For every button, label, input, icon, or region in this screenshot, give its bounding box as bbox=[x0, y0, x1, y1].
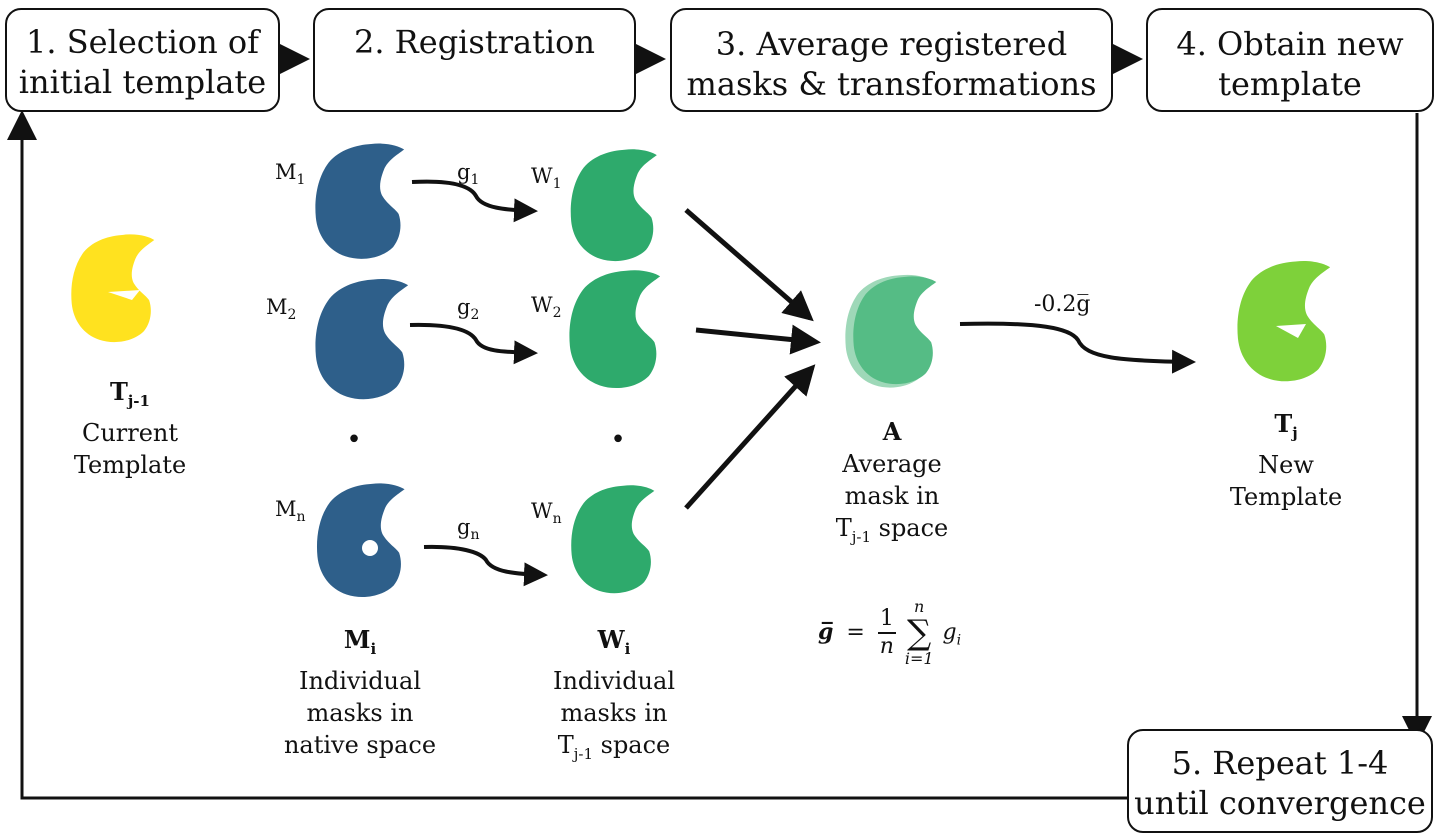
mask-native-label-1: M1 bbox=[275, 160, 306, 189]
new-template-caption2: Template bbox=[1229, 482, 1343, 511]
step-5-box: 5. Repeat 1-4 until convergence bbox=[1127, 729, 1433, 833]
average-caption3: Tj-1 space bbox=[835, 514, 949, 546]
update-label: -0.2g̅ bbox=[1034, 292, 1091, 317]
step-2-box: 2. Registration bbox=[313, 8, 636, 112]
registered-ellipsis-dot: • bbox=[610, 425, 626, 455]
new-template-caption1: New bbox=[1258, 450, 1314, 479]
step-3-line1: 3. Average registered bbox=[715, 25, 1068, 63]
mask-native-caption2: masks in bbox=[306, 698, 414, 727]
equation-denominator: n bbox=[879, 634, 894, 659]
step-3-line2: masks & transformations bbox=[686, 65, 1097, 103]
step-1-line2: initial template bbox=[18, 63, 267, 101]
mask-native-caption: Mi Individual masks in native space bbox=[280, 624, 440, 761]
mask-native-label-n: Mn bbox=[275, 497, 306, 526]
equation-equals: = bbox=[846, 620, 865, 645]
equation-sum: n ∑ i=1 bbox=[905, 598, 934, 668]
step-4-line1: 4. Obtain new bbox=[1176, 25, 1404, 63]
mask-native-1 bbox=[315, 143, 405, 259]
current-template-label: Tj-1 Current Template bbox=[50, 376, 210, 481]
step-1-line1: 1. Selection of bbox=[26, 23, 259, 61]
mask-registered-symbol: Wi bbox=[597, 625, 631, 658]
mask-registered-caption3: Tj-1 space bbox=[557, 730, 671, 763]
transform-arrow-2 bbox=[409, 322, 538, 365]
equation-fraction: 1 n bbox=[877, 606, 896, 660]
arrow-step5-to-step1 bbox=[6, 110, 1127, 800]
current-template-shape bbox=[71, 234, 155, 343]
new-template-caption: Tj New Template bbox=[1206, 408, 1366, 513]
current-template-caption2: Template bbox=[73, 450, 187, 479]
step-1-box: 1. Selection of initial template bbox=[5, 8, 280, 112]
mask-native-label-2: M2 bbox=[266, 295, 297, 324]
transform-label-2: g2 bbox=[457, 295, 480, 324]
transform-label-1: g1 bbox=[457, 160, 480, 189]
equation-sum-top: n bbox=[914, 597, 925, 616]
new-template-shape bbox=[1237, 261, 1331, 382]
step-4-box: 4. Obtain new template bbox=[1146, 8, 1434, 112]
step-2-line1: 2. Registration bbox=[353, 23, 596, 61]
update-arrow bbox=[959, 321, 1196, 374]
mask-native-symbol: Mi bbox=[343, 625, 377, 658]
mask-registered-caption: Wi Individual masks in Tj-1 space bbox=[534, 624, 694, 770]
equation-sum-bottom: i=1 bbox=[904, 649, 934, 668]
new-template-symbol: Tj bbox=[1274, 409, 1298, 442]
mask-native-caption3: native space bbox=[283, 730, 437, 759]
mask-registered-caption2: masks in bbox=[560, 698, 668, 727]
native-ellipsis-dot: • bbox=[346, 425, 362, 455]
current-template-symbol: Tj-1 bbox=[110, 377, 150, 410]
mean-transform-equation: g̅ = 1 n n ∑ i=1 gi bbox=[818, 598, 961, 668]
transform-arrow-n bbox=[423, 544, 548, 587]
mask-registered-label-2: W2 bbox=[531, 293, 562, 322]
current-template-caption1: Current bbox=[81, 418, 179, 447]
equation-term: gi bbox=[942, 620, 962, 649]
average-caption1: Average bbox=[842, 450, 942, 478]
mask-registered-label-1: W1 bbox=[531, 164, 562, 193]
current-template-hole bbox=[108, 290, 140, 300]
step-3-box: 3. Average registered masks & transforma… bbox=[670, 8, 1113, 112]
mask-native-caption1: Individual bbox=[298, 666, 421, 695]
mask-registered-2 bbox=[569, 270, 661, 389]
equation-lhs: g̅ bbox=[818, 619, 834, 645]
mask-native-2 bbox=[315, 279, 409, 400]
transform-arrow-1 bbox=[411, 179, 538, 223]
mask-native-hole bbox=[362, 540, 378, 556]
average-caption: A Average mask in Tj-1 space bbox=[812, 416, 972, 553]
mask-registered-1 bbox=[570, 149, 657, 262]
step-5-line2: until convergence bbox=[1134, 784, 1426, 822]
step-5-line1: 5. Repeat 1-4 bbox=[1171, 744, 1389, 782]
arrow-wn-to-average bbox=[684, 364, 816, 510]
transform-label-n: gn bbox=[457, 515, 480, 544]
mask-native-n bbox=[316, 483, 405, 598]
mask-registered-n bbox=[571, 485, 655, 594]
equation-numerator: 1 bbox=[877, 606, 896, 634]
arrow-w1-to-average bbox=[684, 208, 814, 322]
average-symbol: A bbox=[882, 417, 902, 446]
new-template-hole bbox=[1276, 324, 1306, 338]
average-caption2: mask in bbox=[844, 482, 940, 510]
arrow-w2-to-average bbox=[695, 324, 821, 355]
mask-registered-caption1: Individual bbox=[552, 666, 675, 695]
step-4-line2: template bbox=[1218, 65, 1362, 103]
mask-registered-label-n: Wn bbox=[531, 499, 562, 528]
equation-sum-sign: ∑ bbox=[907, 613, 932, 653]
